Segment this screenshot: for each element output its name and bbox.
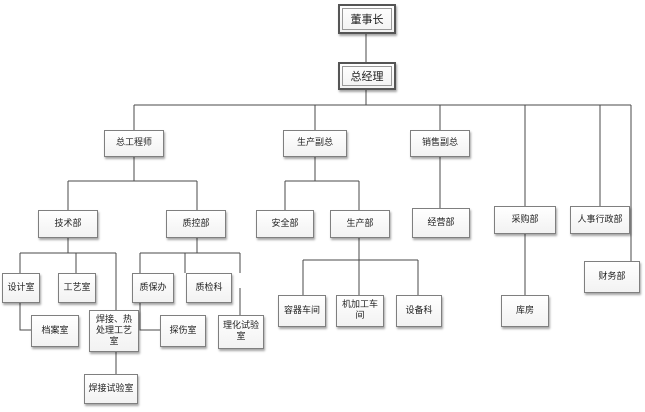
node-equipment-section: 设备科 — [396, 295, 442, 327]
node-chairman: 董事长 — [338, 4, 396, 34]
node-ndt-room: 探伤室 — [160, 315, 206, 347]
node-inspection-section: 质检科 — [186, 273, 232, 303]
node-production-dept: 生产部 — [330, 210, 390, 238]
node-welding-test-room: 焊接试验室 — [84, 374, 138, 404]
node-business-dept: 经营部 — [412, 208, 470, 238]
node-qa-office: 质保办 — [132, 273, 174, 303]
node-production-vp: 生产副总 — [283, 130, 347, 157]
node-technology-dept: 技术部 — [38, 210, 98, 238]
node-chief-engineer: 总工程师 — [104, 130, 164, 157]
node-design-room: 设计室 — [2, 273, 40, 303]
node-machining-workshop: 机加工车间 — [336, 295, 384, 327]
node-archive-room: 档案室 — [31, 315, 79, 347]
node-warehouse: 库房 — [501, 295, 549, 327]
node-hr-admin-dept: 人事行政部 — [570, 206, 630, 234]
node-vessel-workshop: 容器车间 — [278, 295, 326, 327]
node-purchasing-dept: 采购部 — [494, 206, 556, 234]
node-welding-heat-room: 焊接、热处理工艺室 — [89, 310, 139, 352]
node-physchem-lab: 理化试验室 — [218, 315, 264, 349]
node-general-manager: 总经理 — [338, 62, 396, 90]
node-safety-dept: 安全部 — [256, 210, 314, 238]
node-process-room: 工艺室 — [58, 273, 96, 303]
node-sales-vp: 销售副总 — [410, 130, 470, 157]
node-finance-dept: 财务部 — [584, 261, 640, 293]
node-quality-dept: 质控部 — [166, 210, 226, 238]
